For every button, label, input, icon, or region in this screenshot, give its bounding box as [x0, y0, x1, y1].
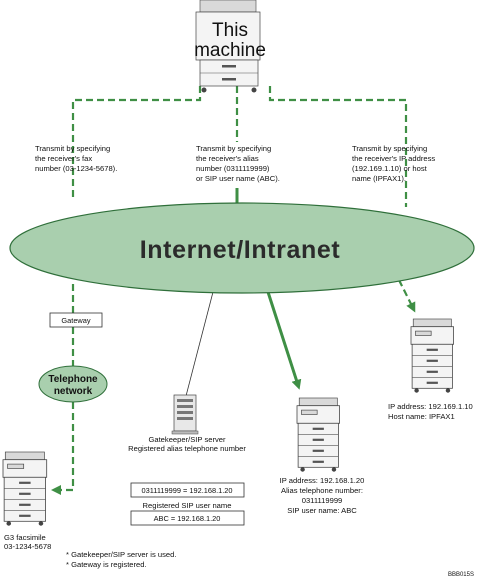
note-gateway: * Gateway is registered.	[66, 560, 147, 569]
this-machine-line2: machine	[194, 40, 266, 61]
caption-alias-line: the receiver's alias	[196, 154, 259, 163]
gatekeeper-title: Gatekeeper/SIP server	[148, 435, 226, 444]
this-machine: This machine	[194, 0, 266, 93]
caption-ip: Transmit by specifying the receiver's IP…	[352, 144, 435, 183]
telephone-network-line2: network	[54, 386, 93, 397]
caption-fax-line: the receiver's fax	[35, 154, 92, 163]
receiver-sip-line: SIP user name: ABC	[287, 506, 357, 515]
connection-lines	[51, 86, 416, 495]
caption-alias: Transmit by specifying the receiver's al…	[196, 144, 280, 183]
telephone-network-line1: Telephone	[48, 374, 98, 385]
g3-label: G3 facsimile	[4, 533, 46, 542]
sip-title: Registered SIP user name	[143, 501, 232, 510]
receiver-sip: IP address: 192.168.1.20 Alias telephone…	[280, 397, 365, 515]
receiver-sip-line: 0311119999	[302, 496, 343, 505]
server-icon	[171, 394, 199, 435]
telephone-network: Telephone network	[38, 365, 108, 403]
caption-fax-line: Transmit by specifying	[35, 144, 110, 153]
g3-number: 03-1234-5678	[4, 542, 51, 551]
alias-mapping-box	[130, 482, 245, 498]
footnotes: * Gatekeeper/SIP server is used. * Gatew…	[66, 550, 176, 569]
receiver-ip-host: Host name: IPFAX1	[388, 412, 455, 421]
caption-fax-number: Transmit by specifying the receiver's fa…	[35, 144, 117, 173]
caption-alias-line: number (0311119999)	[196, 164, 270, 173]
this-machine-line1: This	[212, 20, 248, 41]
receiver-ip-address: IP address: 192.169.1.10	[388, 402, 473, 411]
receiver-ip-machine-icon	[410, 318, 455, 394]
caption-ip-line: (192.169.1.10) or host	[352, 164, 428, 173]
gatekeeper-subtitle: Registered alias telephone number	[128, 444, 246, 453]
caption-ip-line: the receiver's IP address	[352, 154, 435, 163]
note-gatekeeper: * Gatekeeper/SIP server is used.	[66, 550, 176, 559]
receiver-sip-line: Alias telephone number:	[281, 486, 363, 495]
internet-intranet-cloud: Internet/Intranet	[9, 202, 475, 294]
figure-code: BBB015S	[448, 572, 474, 578]
caption-ip-line: Transmit by specifying	[352, 144, 427, 153]
caption-ip-line: name (IPFAX1).	[352, 174, 406, 183]
fax-machine-icon	[2, 451, 48, 527]
receiver-sip-line: IP address: 192.168.1.20	[280, 476, 365, 485]
gatekeeper-sip-server: Gatekeeper/SIP server Registered alias t…	[128, 394, 246, 526]
gateway-box: Gateway	[49, 312, 103, 328]
gateway-label: Gateway	[61, 316, 90, 325]
sip-mapping: ABC = 192.168.1.20	[154, 514, 221, 523]
receiver-ip: IP address: 192.169.1.10 Host name: IPFA…	[388, 318, 473, 421]
g3-facsimile: G3 facsimile 03-1234-5678	[2, 451, 51, 551]
receiver-sip-machine-icon	[296, 397, 341, 473]
caption-alias-line: or SIP user name (ABC).	[196, 174, 280, 183]
caption-fax-line: number (03-1234-5678).	[35, 164, 117, 173]
alias-mapping: 0311119999 = 192.168.1.20	[141, 486, 232, 495]
sip-mapping-box	[130, 510, 245, 526]
caption-alias-line: Transmit by specifying	[196, 144, 271, 153]
network-label: Internet/Intranet	[140, 236, 341, 264]
